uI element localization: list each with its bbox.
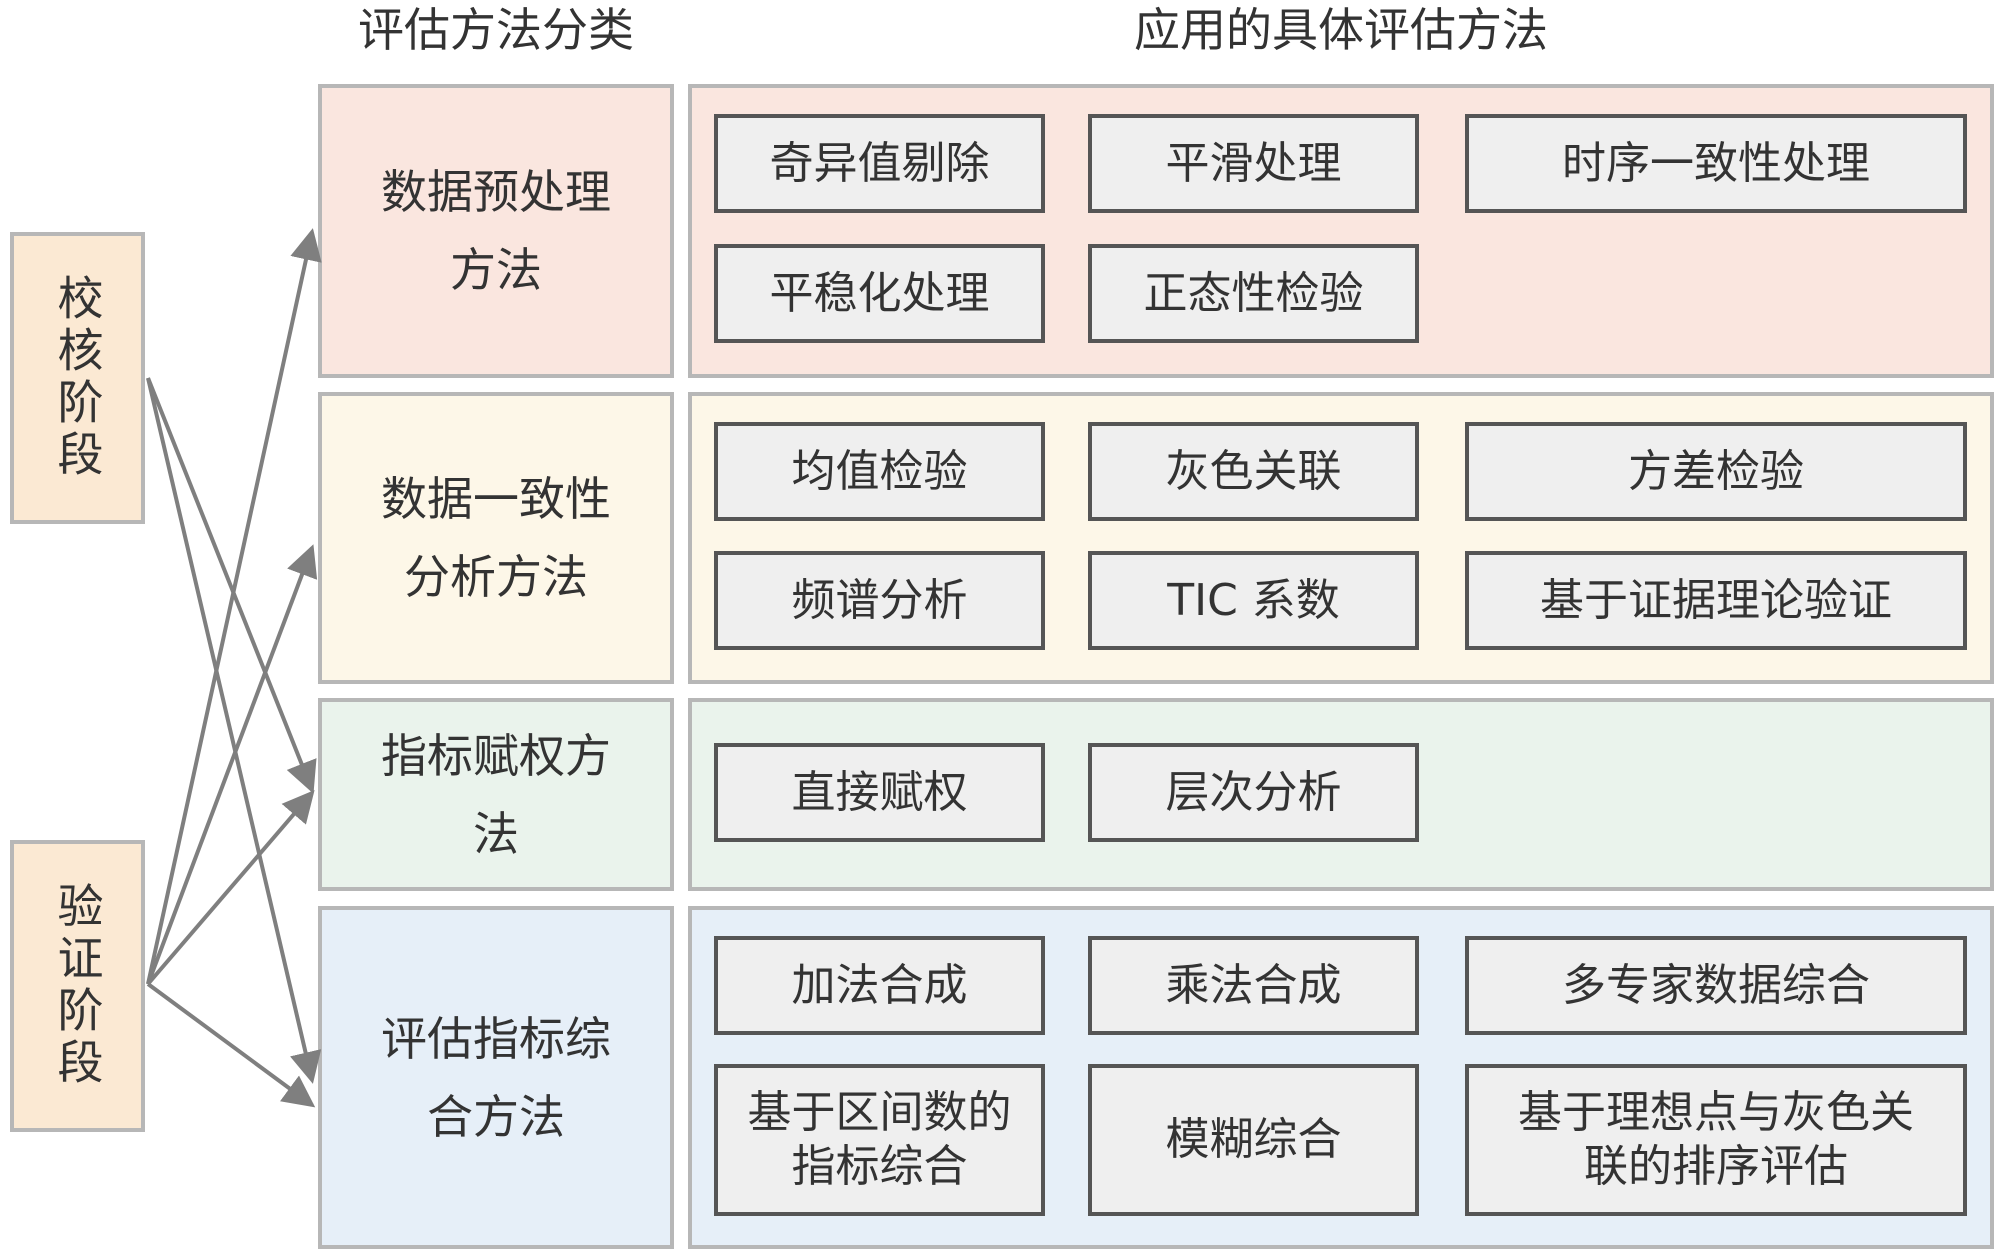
- category-weighting: 指标赋权方法: [318, 698, 674, 891]
- method-box: 加法合成: [714, 936, 1045, 1035]
- method-box: 频谱分析: [714, 551, 1045, 650]
- method-box: 平稳化处理: [714, 244, 1045, 343]
- arrow-validate-to-preprocess: [146, 228, 322, 985]
- method-box: 层次分析: [1088, 743, 1419, 842]
- method-box: 平滑处理: [1088, 114, 1419, 213]
- category-consistency: 数据一致性分析方法: [318, 392, 674, 684]
- method-box: 基于区间数的指标综合: [714, 1064, 1045, 1216]
- category-preprocess: 数据预处理方法: [318, 84, 674, 378]
- category-synthesis-label: 评估指标综合方法: [381, 1011, 611, 1144]
- method-box: 时序一致性处理: [1465, 114, 1967, 213]
- category-consistency-label: 数据一致性分析方法: [381, 472, 611, 604]
- method-box: 乘法合成: [1088, 936, 1419, 1035]
- method-box: 灰色关联: [1088, 422, 1419, 521]
- method-box: 均值检验: [714, 422, 1045, 521]
- arrow-validate-to-synthesis: [146, 982, 316, 1108]
- stage-validation-label: 验证阶段: [50, 882, 105, 1090]
- arrow-verify-to-synthesis: [146, 377, 322, 1084]
- method-box: 直接赋权: [714, 743, 1045, 842]
- stage-verification-label: 校核阶段: [50, 274, 105, 482]
- arrow-verify-to-weighting: [146, 377, 317, 794]
- category-weighting-label: 指标赋权方法: [381, 728, 611, 861]
- method-box: 基于证据理论验证: [1465, 551, 1967, 650]
- method-box: 奇异值剔除: [714, 114, 1045, 213]
- category-column-header: 评估方法分类: [358, 3, 634, 57]
- arrow-validate-to-consistency: [146, 544, 318, 985]
- arrow-validate-to-weighting: [146, 789, 315, 986]
- method-box: 正态性检验: [1088, 244, 1419, 343]
- stage-validation-box: 验证阶段: [10, 840, 145, 1132]
- stage-verification-box: 校核阶段: [10, 232, 145, 524]
- category-synthesis: 评估指标综合方法: [318, 906, 674, 1249]
- method-box: 模糊综合: [1088, 1064, 1419, 1216]
- method-box: 基于理想点与灰色关联的排序评估: [1465, 1064, 1967, 1216]
- method-box: 方差检验: [1465, 422, 1967, 521]
- category-preprocess-label: 数据预处理方法: [381, 165, 611, 297]
- methods-column-header: 应用的具体评估方法: [1134, 3, 1548, 57]
- method-box: TIC 系数: [1088, 551, 1419, 650]
- method-box: 多专家数据综合: [1465, 936, 1967, 1035]
